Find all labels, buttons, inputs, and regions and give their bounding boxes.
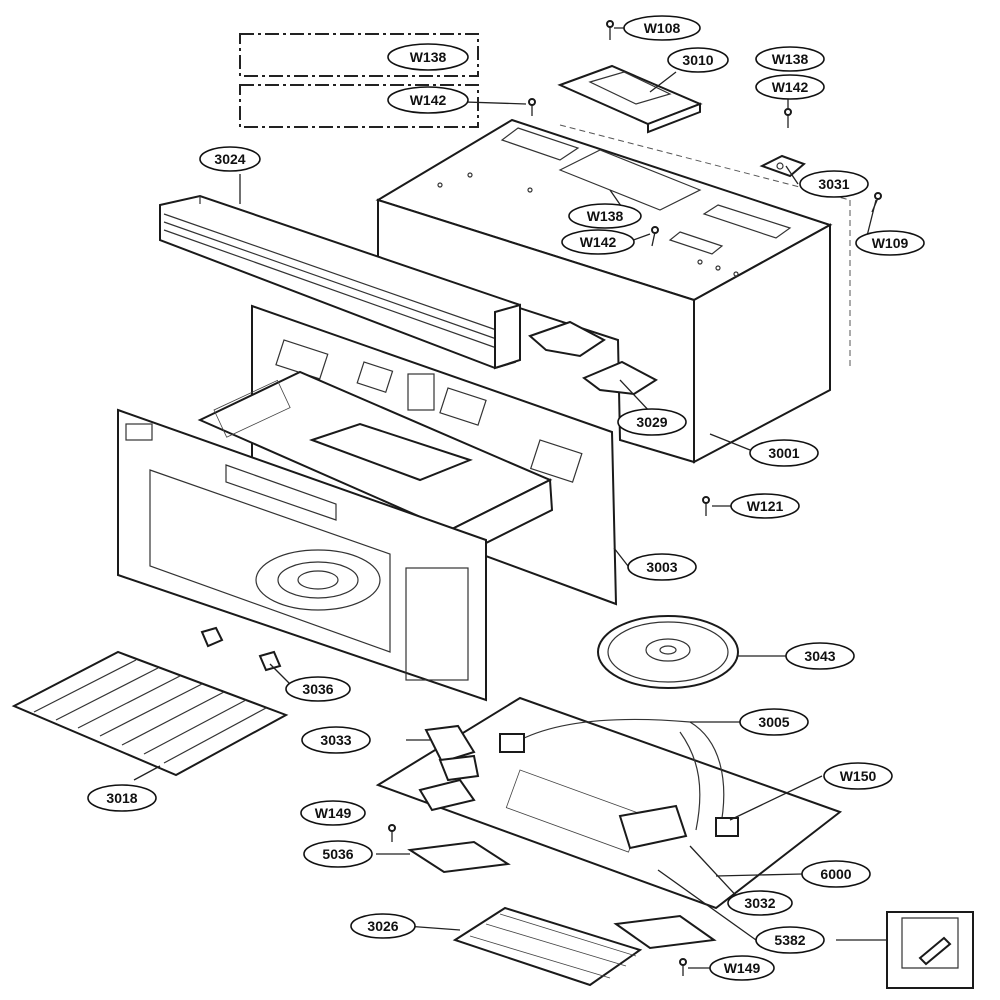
svg-text:3043: 3043 <box>804 648 835 664</box>
svg-text:3001: 3001 <box>768 445 799 461</box>
label-3036: 3036 <box>285 676 351 702</box>
label-w138-box: W138 <box>387 43 469 71</box>
svg-text:W142: W142 <box>410 92 447 108</box>
svg-text:3005: 3005 <box>758 714 789 730</box>
label-w142-box: W142 <box>387 86 469 114</box>
filter-3026 <box>452 906 643 987</box>
vent-grille-3024 <box>159 194 522 370</box>
screw-w108 <box>606 20 614 40</box>
label-5036: 5036 <box>303 840 373 868</box>
turntable-3043 <box>597 615 739 689</box>
rollers-3036 <box>200 626 282 672</box>
mount-3033 <box>424 724 480 782</box>
svg-text:3033: 3033 <box>320 732 351 748</box>
label-5382: 5382 <box>755 926 825 954</box>
foot-5036 <box>407 840 511 874</box>
svg-text:W142: W142 <box>580 234 617 250</box>
svg-text:W138: W138 <box>410 49 447 65</box>
svg-text:5036: 5036 <box>322 846 353 862</box>
svg-text:5382: 5382 <box>774 932 805 948</box>
screws <box>388 20 882 976</box>
svg-text:W121: W121 <box>747 498 784 514</box>
label-3018: 3018 <box>87 784 157 812</box>
screw-w142-top <box>528 98 536 116</box>
label-w142-mid: W142 <box>561 229 635 255</box>
foot-5382 <box>613 914 717 950</box>
svg-text:3031: 3031 <box>818 176 849 192</box>
svg-text:W138: W138 <box>772 51 809 67</box>
label-3003: 3003 <box>627 553 697 581</box>
svg-text:W150: W150 <box>840 768 877 784</box>
svg-text:3026: 3026 <box>367 918 398 934</box>
svg-text:6000: 6000 <box>820 866 851 882</box>
screw-w142-right <box>784 108 792 128</box>
svg-text:3018: 3018 <box>106 790 137 806</box>
label-6000: 6000 <box>801 860 871 888</box>
svg-text:3010: 3010 <box>682 52 713 68</box>
label-3005: 3005 <box>739 708 809 736</box>
label-w138-mid: W138 <box>568 203 642 229</box>
svg-text:3036: 3036 <box>302 681 333 697</box>
svg-text:W142: W142 <box>772 79 809 95</box>
base-plate-6000 <box>375 696 843 910</box>
top-bracket-3010 <box>557 64 703 134</box>
label-3024: 3024 <box>199 146 261 172</box>
label-3043: 3043 <box>785 642 855 670</box>
label-w142-right: W142 <box>755 74 825 100</box>
svg-text:3032: 3032 <box>744 895 775 911</box>
label-w149-lower: W149 <box>709 955 775 981</box>
accessory-box <box>886 911 974 989</box>
svg-text:3029: 3029 <box>636 414 667 430</box>
label-3026: 3026 <box>350 913 416 939</box>
svg-text:W149: W149 <box>315 805 352 821</box>
screw-w149-upper <box>388 824 396 842</box>
label-w138-right: W138 <box>755 46 825 72</box>
svg-text:W138: W138 <box>587 208 624 224</box>
svg-text:3024: 3024 <box>214 151 245 167</box>
screw-w142-mid <box>651 226 659 247</box>
front-frame <box>117 408 487 702</box>
label-3029: 3029 <box>617 408 687 436</box>
label-3031: 3031 <box>799 170 869 198</box>
label-3010: 3010 <box>667 47 729 73</box>
rack-3018 <box>11 650 289 777</box>
label-w108: W108 <box>623 15 701 41</box>
label-w149-upper: W149 <box>300 800 366 826</box>
label-w121: W121 <box>730 493 800 519</box>
brackets-3029 <box>528 320 658 396</box>
label-w109: W109 <box>855 230 925 256</box>
screw-w121 <box>702 496 710 516</box>
svg-text:W108: W108 <box>644 20 681 36</box>
screw-w149-lower <box>679 958 687 976</box>
svg-text:W109: W109 <box>872 235 909 251</box>
svg-text:W149: W149 <box>724 960 761 976</box>
hardware-group-boxes <box>239 33 479 128</box>
label-w150: W150 <box>823 762 893 790</box>
label-3001: 3001 <box>749 439 819 467</box>
label-3033: 3033 <box>301 726 371 754</box>
svg-text:3003: 3003 <box>646 559 677 575</box>
label-3032: 3032 <box>727 890 793 916</box>
clip-3031 <box>759 154 806 178</box>
